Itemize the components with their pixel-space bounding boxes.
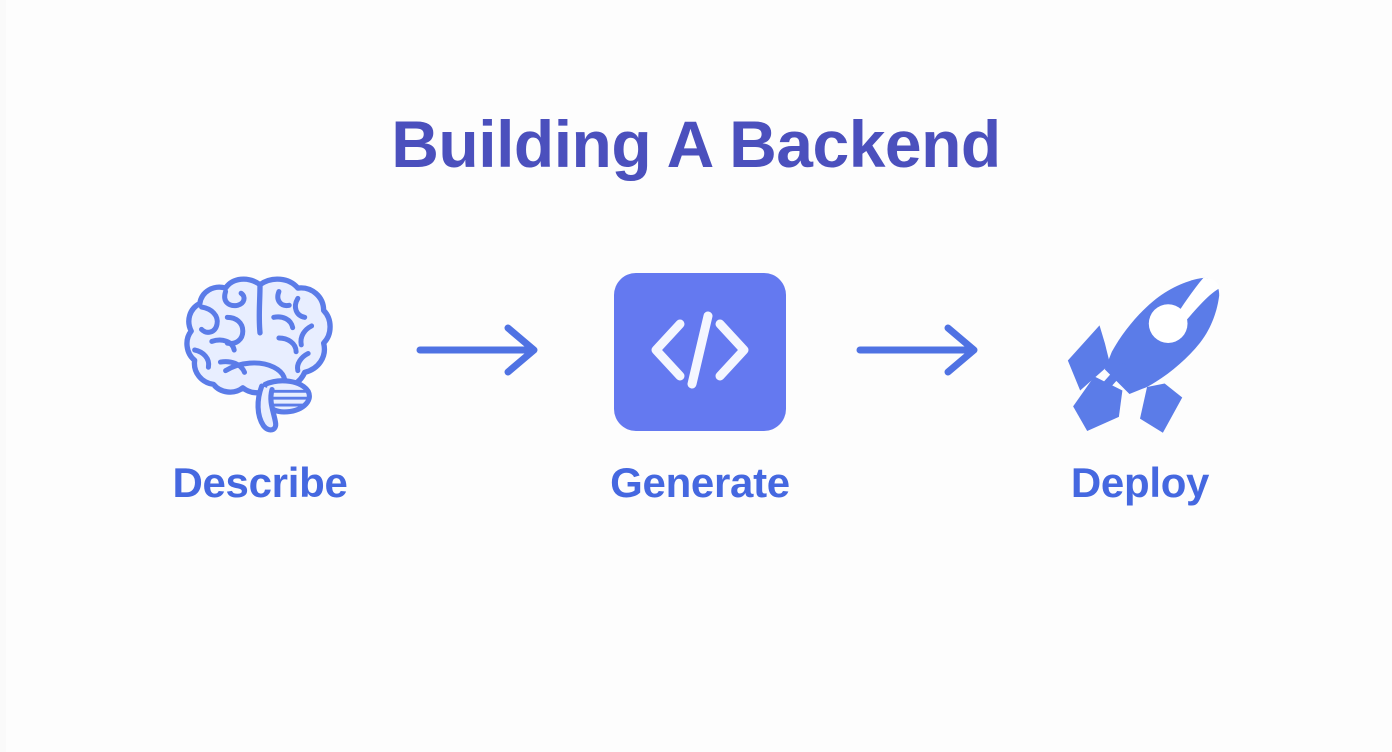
code-brackets-icon [640,302,760,403]
deploy-icon-slot [1052,262,1228,442]
rocket-icon [1052,262,1228,443]
flow-step-label-deploy: Deploy [1070,459,1210,506]
code-tile[interactable] [614,273,786,431]
flow-step-label-describe: Describe [172,459,348,506]
describe-icon-slot [174,262,346,442]
flow-step-deploy[interactable]: Deploy [1030,262,1250,504]
process-flow: Describe [150,262,1250,532]
flow-step-describe[interactable]: Describe [150,262,370,504]
left-edge-band [0,0,6,752]
flow-connector-1 [390,262,570,442]
flow-step-label-generate: Generate [610,459,790,506]
flow-connector-2 [830,262,1010,442]
flow-step-generate[interactable]: Generate [590,262,810,504]
page-title: Building A Backend [391,107,1001,181]
brain-icon [174,264,346,441]
arrow-right-icon [852,318,988,387]
arrow-right-icon [412,318,548,387]
generate-icon-slot [614,262,786,442]
